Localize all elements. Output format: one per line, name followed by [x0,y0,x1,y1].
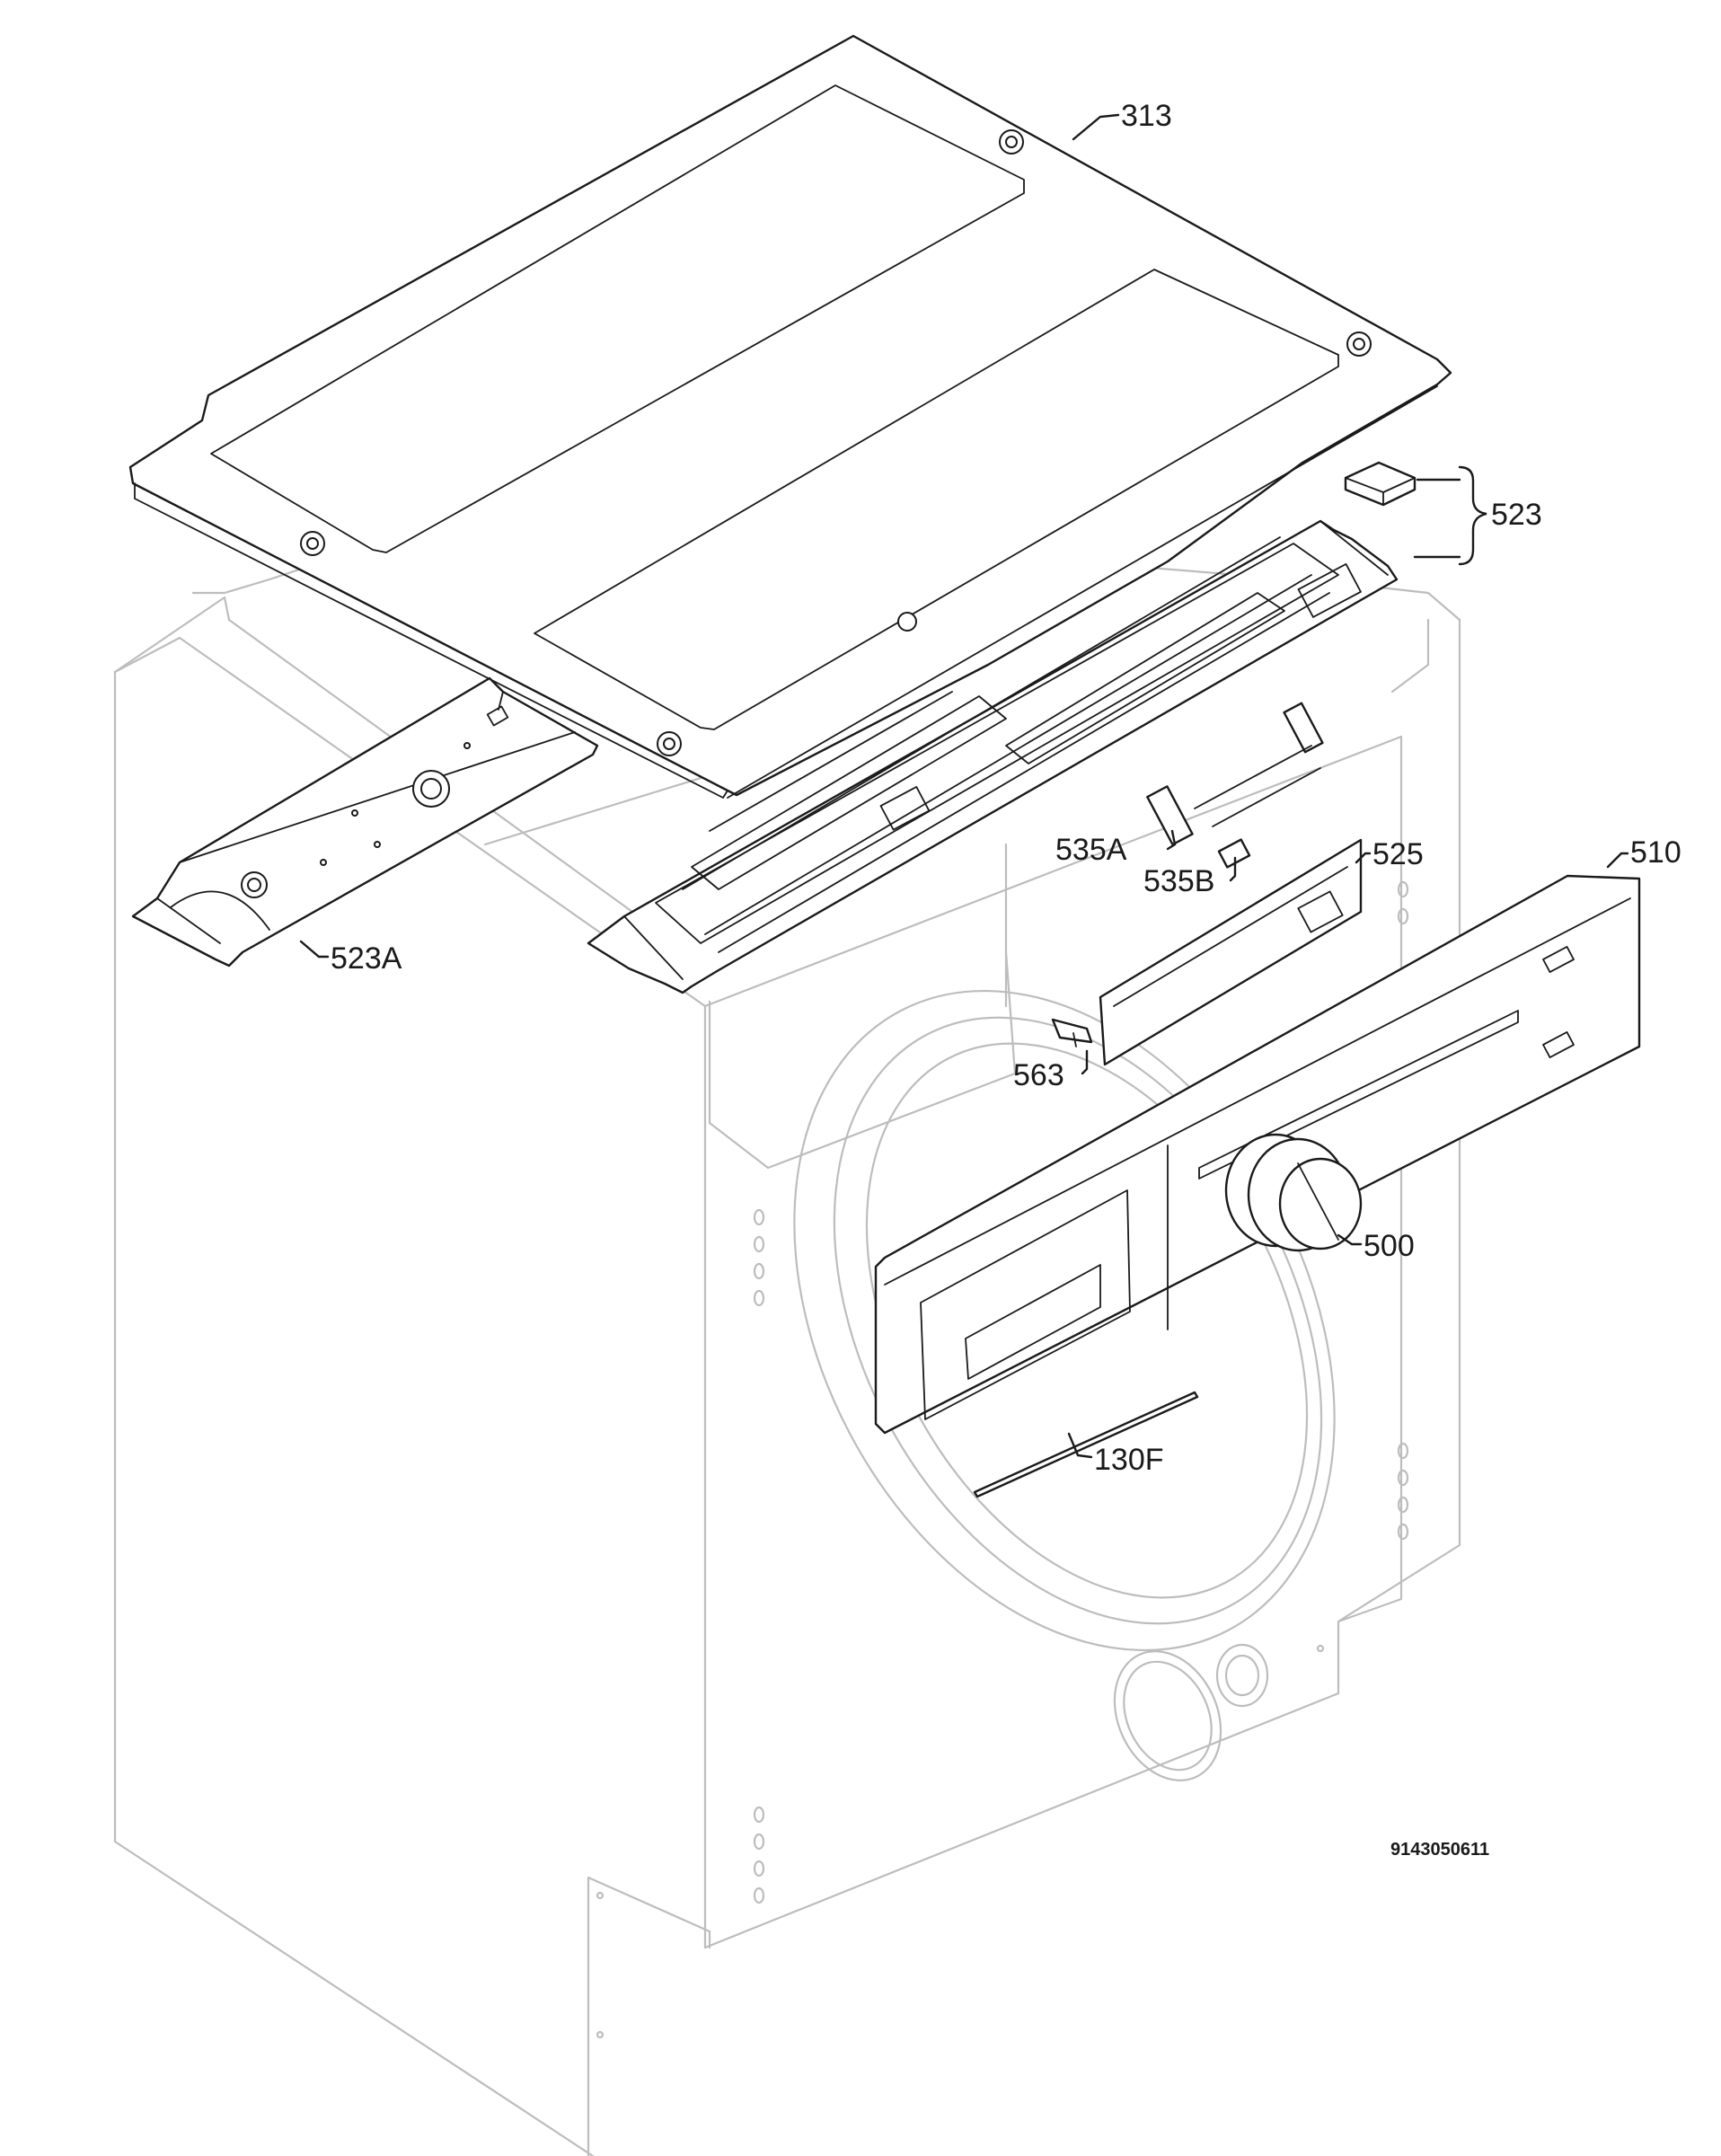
top-lid-outline [128,34,1452,797]
drawing-number: 9143050611 [1390,1840,1489,1860]
leader-525 [1355,852,1372,864]
callout-525: 525 [1372,837,1424,871]
top-lid-screw-holes [300,129,1372,756]
callout-523A: 523A [331,941,402,976]
leader-500 [1337,1233,1363,1246]
callout-500: 500 [1364,1229,1415,1263]
part-525-electronic-board [1099,838,1363,1066]
cabinet-right-side [1337,618,1461,1623]
part-313-top-lid [128,34,1452,799]
top-lid-panel-left [210,84,1025,553]
part-525-control-frame [587,519,1399,994]
bracket-523 [1413,465,1487,566]
ghost-cabinet [113,510,1461,2156]
part-535-connectors [1146,702,1324,869]
callout-313: 313 [1121,99,1172,133]
callout-523: 523 [1491,498,1542,532]
callout-130F: 130F [1094,1443,1164,1477]
callout-labels: 313 523 523A 535A 535B 525 510 563 500 1… [331,99,1681,1477]
top-lid-panel-right [534,269,1339,730]
kickplate-screws [596,1644,1325,2039]
part-563-switch [1051,1018,1093,1047]
drain-hatch [1113,1650,1222,1781]
callout-563: 563 [1013,1058,1064,1092]
leader-535B [1229,856,1237,882]
leader-lines [299,113,1629,1459]
leader-510 [1606,852,1629,869]
part-500-knob [1224,1133,1363,1252]
cabinet-front [703,735,1403,1949]
callout-510: 510 [1630,835,1681,870]
part-130F-strip [973,1391,1199,1498]
leader-563 [1081,1049,1089,1075]
leader-523A [299,940,330,959]
part-523-pad [1344,461,1417,507]
leader-535A [1166,829,1177,851]
cabinet-side-holes-right [1397,880,1409,1541]
dispenser-drawer [920,1189,1131,1420]
callout-535A: 535A [1055,833,1127,867]
leader-313 [1072,113,1120,141]
leader-130F [1067,1432,1093,1459]
callout-535B: 535B [1143,864,1214,898]
cabinet-kickplate [587,1876,711,2156]
cabinet-side-holes-left [753,1208,765,1904]
part-523A-left-rail [131,676,599,968]
